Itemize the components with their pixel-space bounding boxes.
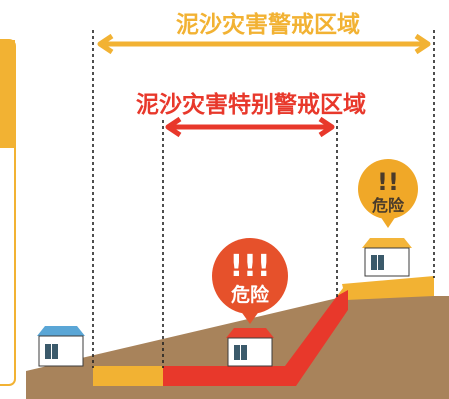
house-outside-zone [37, 326, 85, 367]
house-special-zone [226, 328, 274, 367]
danger-word-high: 危险 [231, 283, 270, 306]
house-roof [226, 328, 274, 338]
warning-zone-arrow [97, 33, 431, 55]
house-warning-zone [362, 238, 412, 277]
danger-badge-medium: !! 危险 [358, 159, 418, 228]
warning-zone-band-left [93, 366, 163, 386]
special-zone-arrow [165, 116, 335, 138]
special-warning-zone-band [163, 290, 348, 386]
warning-zone-band-top [342, 276, 434, 300]
house-roof [362, 238, 412, 248]
ground-left [26, 371, 96, 399]
danger-marks-high: !!! [229, 249, 270, 284]
side-panel [0, 39, 16, 386]
special-warning-zone-label: 泥沙灾害特别警戒区域 [136, 91, 366, 118]
danger-word-medium: 危险 [372, 196, 405, 215]
house-roof [37, 326, 85, 336]
danger-badge-high: !!! 危险 [212, 238, 288, 324]
slope-shade [298, 310, 348, 399]
danger-marks-medium: !! [377, 168, 399, 196]
warning-zone-label: 泥沙灾害警戒区域 [176, 11, 360, 38]
